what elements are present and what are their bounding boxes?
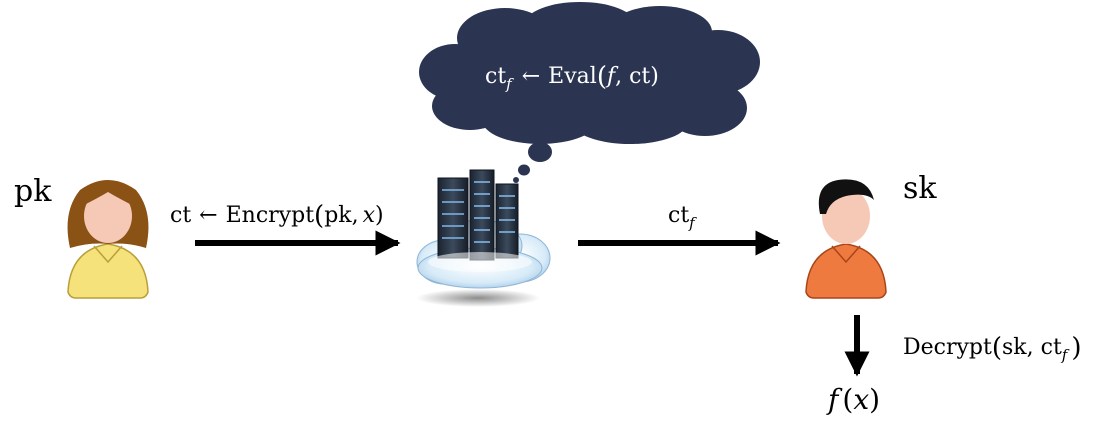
public-key-label: pk <box>14 174 52 209</box>
result-label: f(x) <box>826 383 880 416</box>
ciphertext-label: ctf <box>668 203 697 232</box>
thought-cloud-icon: ctf←Eval(f, ct) <box>419 2 760 183</box>
cloud-server-icon <box>416 169 551 307</box>
eval-equation: ctf←Eval(f, ct) <box>485 62 659 93</box>
user-male-icon <box>805 179 887 299</box>
user-female-icon <box>67 180 149 299</box>
encrypt-equation: ct←Encrypt(pk,x) <box>170 201 384 231</box>
decrypt-equation: Decrypt(sk, ctf) <box>903 333 1082 364</box>
secret-key-label: sk <box>903 171 937 206</box>
